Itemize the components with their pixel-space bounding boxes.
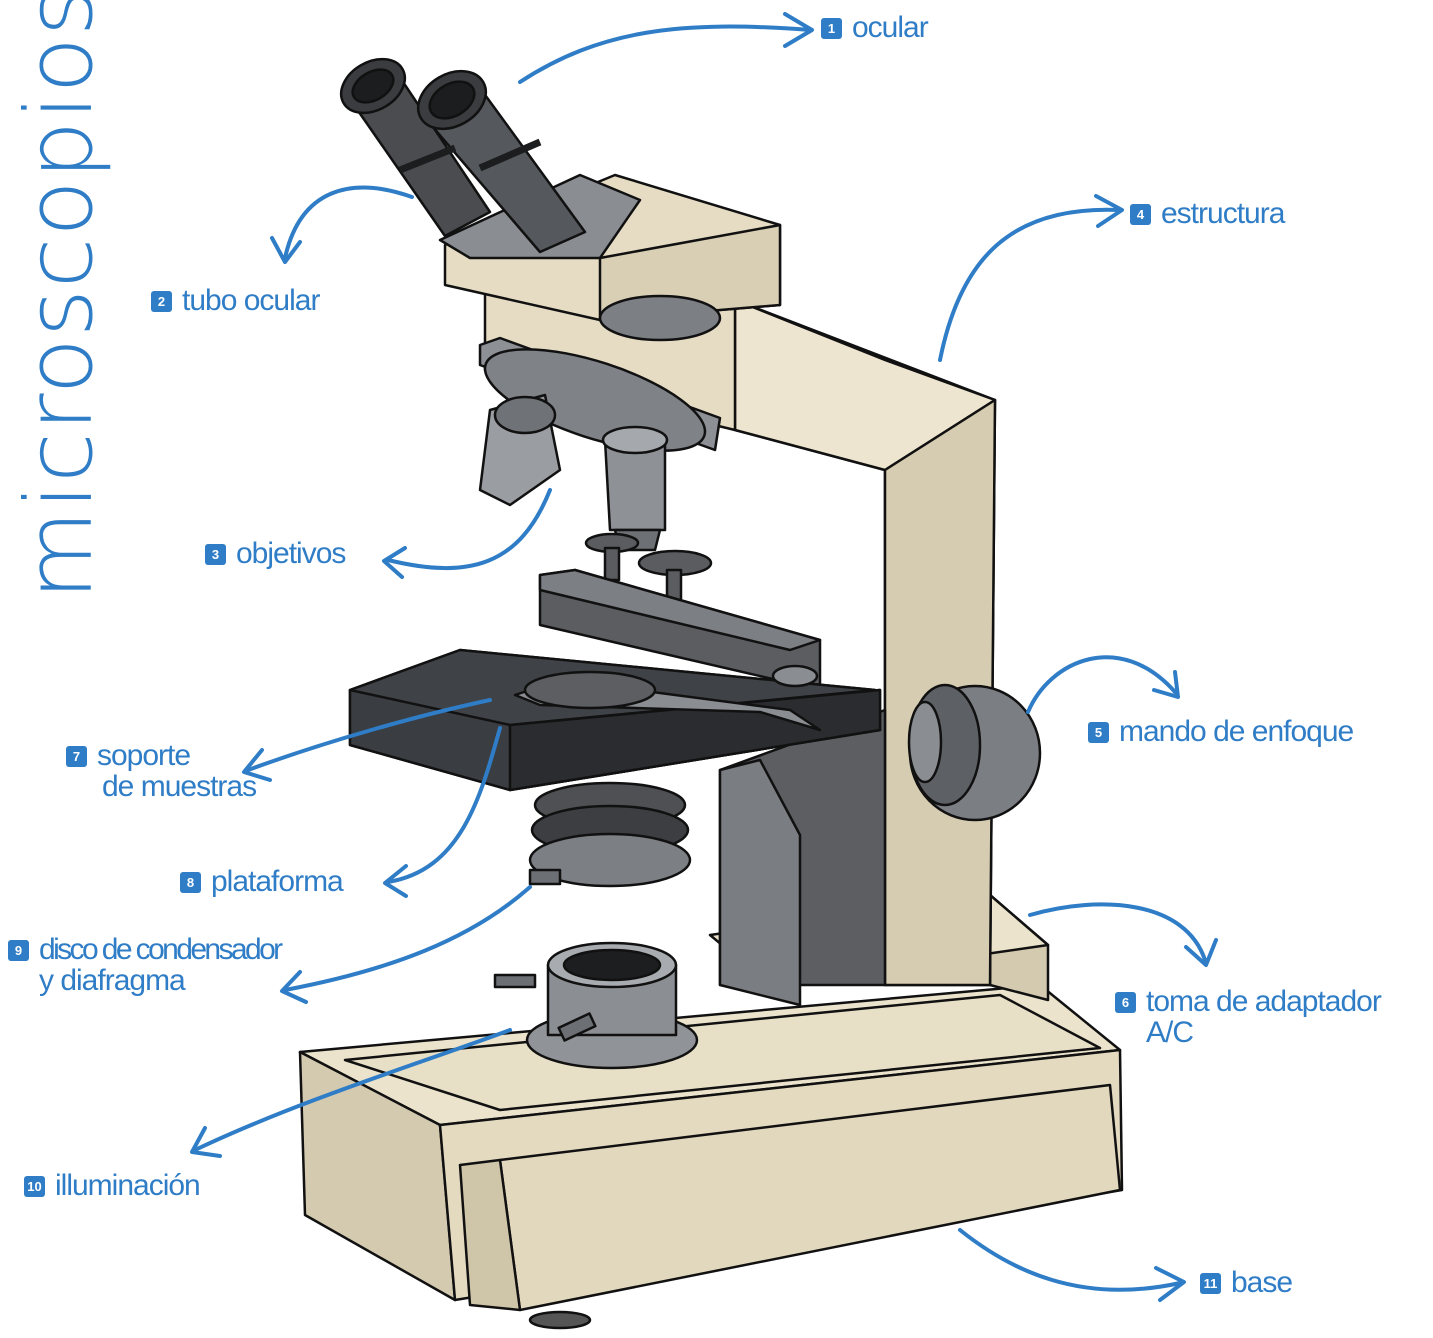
arrow-tubo-ocular bbox=[272, 188, 412, 262]
label-text: mando de enfoque bbox=[1119, 716, 1353, 747]
number-badge: 4 bbox=[1130, 204, 1151, 225]
number-badge: 2 bbox=[151, 291, 172, 312]
label-estructura: 4 estructura bbox=[1130, 198, 1284, 229]
label-illuminacion: 10 illuminación bbox=[24, 1170, 200, 1201]
label-ocular: 1 ocular bbox=[821, 12, 928, 43]
arrow-objetivos bbox=[384, 490, 550, 577]
page-title: microscopios bbox=[10, 100, 110, 600]
label-base: 11 base bbox=[1200, 1267, 1292, 1298]
label-text: illuminación bbox=[55, 1170, 200, 1201]
label-text: plataforma bbox=[211, 866, 343, 897]
label-text: disco de condensador bbox=[39, 934, 281, 965]
label-text: base bbox=[1231, 1267, 1292, 1298]
arrow-ocular bbox=[520, 14, 812, 82]
label-text: soporte bbox=[97, 740, 256, 771]
number-badge: 10 bbox=[24, 1176, 45, 1197]
label-text-line2: A/C bbox=[1146, 1017, 1381, 1048]
number-badge: 5 bbox=[1088, 722, 1109, 743]
number-badge: 1 bbox=[821, 18, 842, 39]
arrow-estructura bbox=[940, 196, 1122, 360]
arrow-soporte bbox=[244, 700, 490, 780]
arrow-plataforma bbox=[385, 728, 500, 896]
number-badge: 11 bbox=[1200, 1273, 1221, 1294]
label-text: objetivos bbox=[236, 538, 345, 569]
arrow-toma bbox=[1030, 904, 1216, 965]
label-text: tubo ocular bbox=[182, 285, 319, 316]
arrow-illuminacion bbox=[192, 1030, 510, 1156]
label-text: toma de adaptador bbox=[1146, 986, 1381, 1017]
label-objetivos: 3 objetivos bbox=[205, 538, 345, 569]
number-badge: 7 bbox=[66, 746, 87, 767]
arrow-disco bbox=[282, 887, 530, 1002]
number-badge: 8 bbox=[180, 872, 201, 893]
number-badge: 6 bbox=[1115, 992, 1136, 1013]
label-plataforma: 8 plataforma bbox=[180, 866, 343, 897]
arrow-base bbox=[960, 1230, 1184, 1300]
number-badge: 9 bbox=[8, 940, 29, 961]
label-text: estructura bbox=[1161, 198, 1284, 229]
label-text-line2: y diafragma bbox=[39, 965, 281, 996]
label-mando-de-enfoque: 5 mando de enfoque bbox=[1088, 716, 1353, 747]
label-tubo-ocular: 2 tubo ocular bbox=[151, 285, 319, 316]
label-text: ocular bbox=[852, 12, 928, 43]
number-badge: 3 bbox=[205, 544, 226, 565]
arrow-mando bbox=[1028, 657, 1178, 712]
label-text-line2: de muestras bbox=[102, 771, 256, 802]
